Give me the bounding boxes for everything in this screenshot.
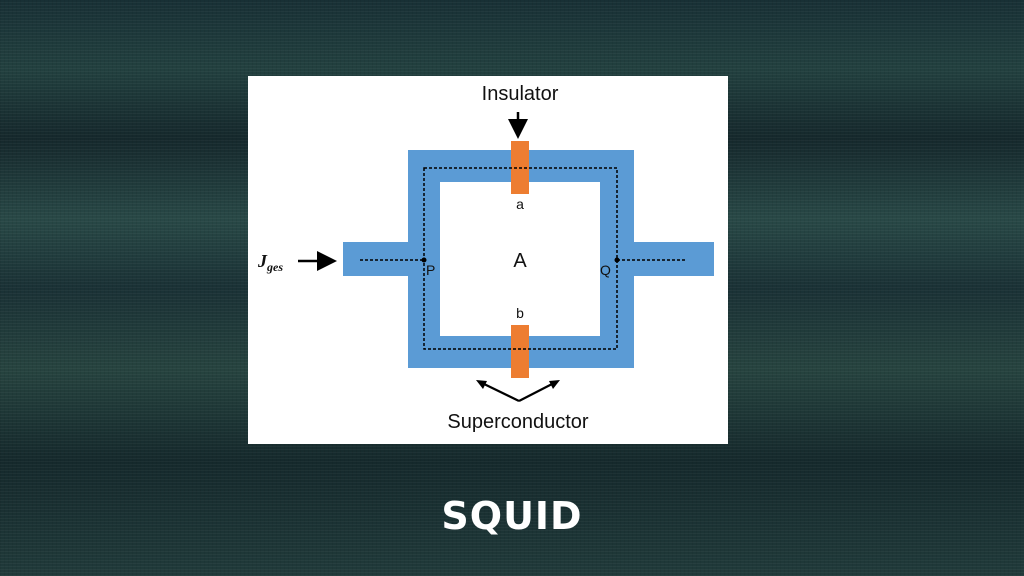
- junction-a-label: a: [516, 196, 524, 212]
- insulator-junction-b: [511, 325, 529, 378]
- page-caption: SQUID: [441, 494, 583, 538]
- superconductor-arrows: [481, 382, 555, 402]
- area-label: A: [513, 250, 527, 272]
- current-label-main: J: [257, 251, 268, 271]
- superconductor-arrowhead-left: [476, 380, 487, 389]
- superconductor-arrowhead-right: [549, 380, 560, 389]
- insulator-label: Insulator: [482, 83, 559, 105]
- left-lead: [343, 242, 409, 276]
- current-label-sub: ges: [266, 260, 283, 274]
- node-p-dot: [421, 257, 427, 263]
- squid-diagram-panel: Insulator a b A P Q Superconductor Jges: [248, 76, 728, 444]
- superconductor-label: Superconductor: [447, 411, 589, 433]
- point-p-label: P: [426, 262, 435, 278]
- right-lead: [633, 242, 714, 276]
- current-path-loop: [423, 167, 618, 350]
- superconductor-ring: [408, 150, 634, 368]
- node-q-dot: [614, 257, 620, 263]
- squid-diagram: Insulator a b A P Q Superconductor Jges: [257, 83, 714, 433]
- current-label: Jges: [257, 251, 283, 274]
- junction-b-label: b: [516, 305, 524, 321]
- point-q-label: Q: [600, 262, 611, 278]
